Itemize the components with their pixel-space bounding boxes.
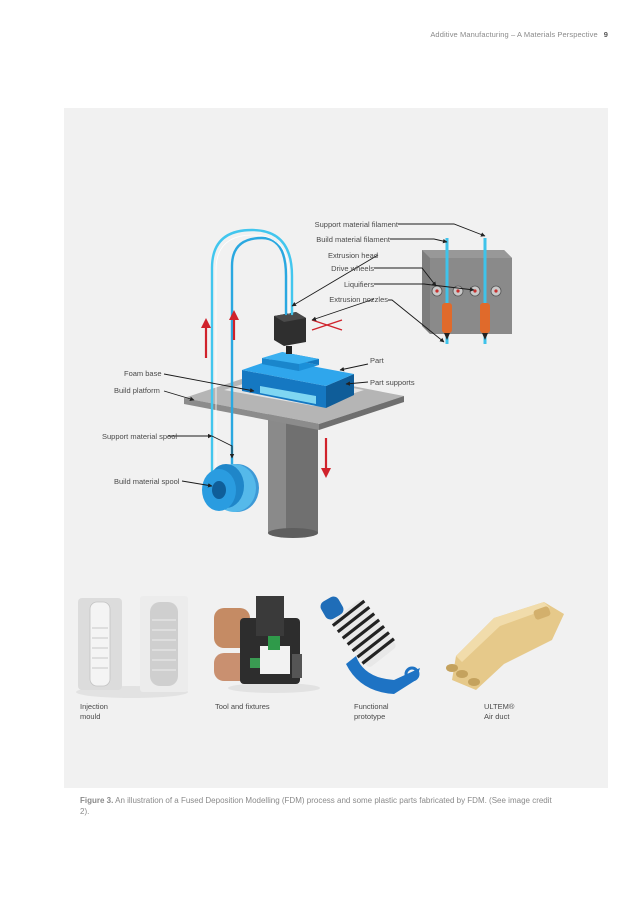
label-build-filament: Build material filament xyxy=(316,235,391,244)
photo-injection-mould xyxy=(76,596,188,698)
fdm-diagram: Support material filament Build material… xyxy=(76,220,564,698)
running-header: Additive Manufacturing – A Materials Per… xyxy=(430,30,608,39)
photo-caption-tool-fixtures: Tool and fixtures xyxy=(215,702,270,711)
extrusion-head-block xyxy=(274,312,306,354)
label-drive-wheels: Drive wheels xyxy=(331,264,374,273)
filament-paths xyxy=(210,228,294,495)
label-extrusion-nozzles: Extrusion nozzles xyxy=(329,295,388,304)
figure-caption: Figure 3. An illustration of a Fused Dep… xyxy=(80,796,560,817)
label-build-platform: Build platform xyxy=(114,386,160,395)
label-extrusion-head: Extrusion head xyxy=(328,251,378,260)
label-build-spool: Build material spool xyxy=(114,477,180,486)
part-model xyxy=(242,352,354,408)
label-part: Part xyxy=(370,356,385,365)
photo-caption-injection-mould: Injection mould xyxy=(80,702,108,721)
extrusion-head-detail xyxy=(422,238,512,344)
label-part-supports: Part supports xyxy=(370,378,415,387)
label-foam-base: Foam base xyxy=(124,369,162,378)
photo-functional-prototype xyxy=(320,596,420,694)
figure-caption-text: An illustration of a Fused Deposition Mo… xyxy=(80,796,552,816)
document-title: Additive Manufacturing – A Materials Per… xyxy=(430,30,598,39)
figure-caption-label: Figure 3. xyxy=(80,796,114,805)
figure-panel: Support material filament Build material… xyxy=(64,108,608,788)
material-spools xyxy=(202,464,259,512)
leader-lines xyxy=(163,223,486,488)
printer-column xyxy=(268,408,318,538)
photo-caption-ultem-air-duct: ULTEM® Air duct xyxy=(484,702,515,721)
page-number: 9 xyxy=(603,30,608,39)
motion-arrows xyxy=(201,310,343,478)
label-liquifiers: Liquifiers xyxy=(344,280,374,289)
label-support-spool: Support material spool xyxy=(102,432,177,441)
photo-caption-functional-prototype: Functional prototype xyxy=(354,702,389,721)
label-support-filament: Support material filament xyxy=(315,220,399,229)
photo-tool-fixtures xyxy=(214,596,320,693)
photo-ultem-air-duct xyxy=(446,602,564,690)
